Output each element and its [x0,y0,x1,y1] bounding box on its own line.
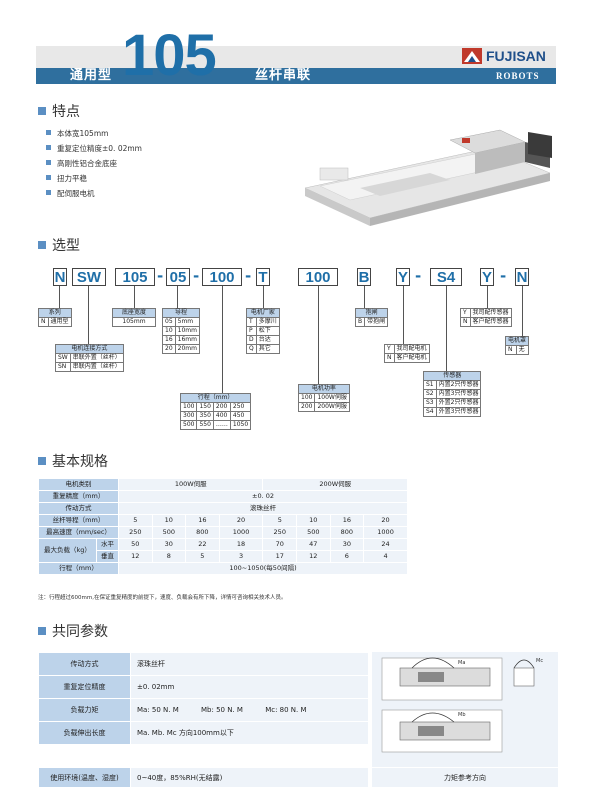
moment-diagram: Ma Mb Mc [372,652,558,767]
header-right-label: 丝杆串联 [255,68,312,83]
feature-item: 重复定位精度±0. 02mm [46,141,142,156]
code-box-width: 105 [115,268,155,286]
code-dash: - [415,267,422,285]
code-dash: - [157,267,164,285]
diagram-caption: 力矩参考方向 [372,767,558,787]
connector-line [522,286,523,336]
feature-item: 扭力平稳 [46,171,142,186]
product-image [304,129,552,226]
spec-table: 电机类别 100W伺服 200W伺服 重复精度（mm） ±0. 02 传动方式 … [38,478,408,575]
spec-title: 基本规格 [38,454,108,470]
spec-note: 注：行程超过600mm,在保证重复精度的前提下，速度、负载会有所下降，详情可咨询… [38,595,287,601]
code-dash: - [193,267,200,285]
brand-name: FUJISAN [486,48,546,64]
code-box-sensor-cfg: Y [480,268,494,286]
feature-item: 高刚性铝合金底座 [46,156,142,171]
model-number: 105 [122,23,217,88]
header-top-bar [36,46,556,68]
code-box-connect: SW [72,268,106,286]
mb-label: Mb [458,712,466,718]
features-title: 特点 [38,104,80,120]
connector-line [364,286,365,308]
feature-item: 本体宽105mm [46,126,142,141]
square-bullet-icon [38,241,46,249]
code-box-maker: T [256,268,270,286]
header-left-label: 通用型 [70,68,113,83]
feature-item: 配伺服电机 [46,186,142,201]
mc-label: Mc [536,658,543,664]
connector-line [177,286,178,308]
fujisan-logo-icon [462,48,482,64]
code-box-cover: N [515,268,529,286]
square-bullet-icon [38,457,46,465]
code-box-sensor: S4 [430,268,462,286]
brand-sub: ROBOTS [496,71,540,81]
code-box-lead: 05 [166,268,190,286]
square-bullet-icon [38,107,46,115]
square-bullet-icon [38,627,46,635]
code-box-brake: B [357,268,371,286]
width-table: 底座宽度 105mm [112,308,156,327]
ma-label: Ma [458,660,465,666]
connector-line [134,286,135,308]
connector-line [318,286,319,384]
connector-line [487,286,488,308]
environment-row: 使用环境(温度、湿度)0~40度，85%RH(无结露) [38,767,369,788]
connector-line [88,286,89,344]
code-dash: - [500,267,507,285]
connector-line [263,286,264,308]
selection-title: 选型 [38,238,80,254]
code-box-series: N [53,268,67,286]
common-title: 共同参数 [38,624,108,640]
header-bottom-bar [36,68,556,84]
code-box-power: 100 [298,268,338,286]
code-box-stroke: 100 [202,268,242,286]
code-box-motor-cfg: Y [396,268,410,286]
features-list: 本体宽105mm 重复定位精度±0. 02mm 高刚性铝合金底座 扭力平稳 配伺… [46,126,142,201]
code-dash: - [245,267,252,285]
connector-line [446,286,447,371]
connector-line [222,286,223,393]
connector-line [59,286,60,308]
connector-line [403,286,404,344]
